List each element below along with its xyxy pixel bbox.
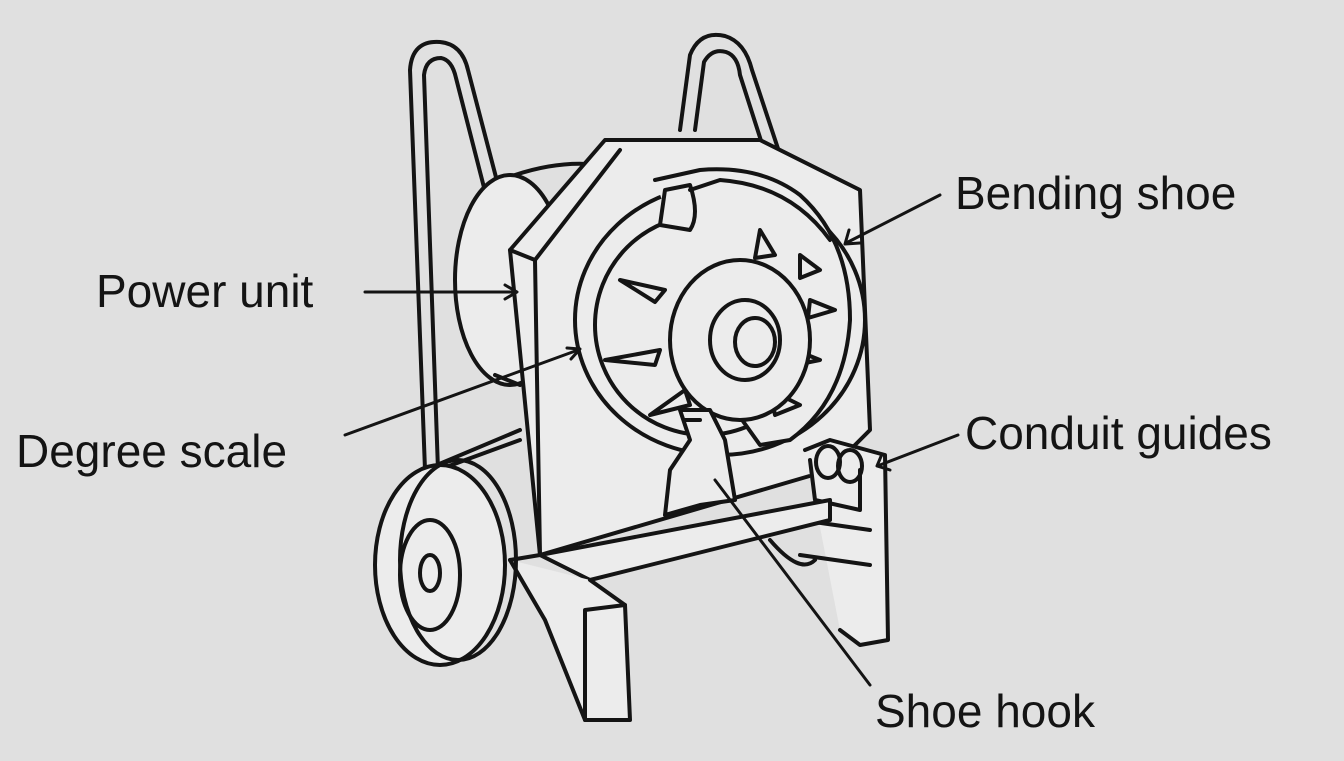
base-frame — [508, 498, 832, 722]
leader-lines — [343, 193, 960, 687]
shoe-hook — [663, 408, 737, 517]
power-unit-label: Power unit — [96, 265, 314, 317]
degree-scale-label: Degree scale — [16, 425, 288, 477]
bending-shoe — [603, 167, 852, 447]
conduit-guides — [798, 438, 890, 647]
bending-shoe-label: Bending shoe — [955, 167, 1237, 219]
wheel — [373, 458, 518, 667]
conduit-guides-label: Conduit guides — [965, 407, 1272, 459]
shoe-hook-label: Shoe hook — [875, 685, 1095, 737]
